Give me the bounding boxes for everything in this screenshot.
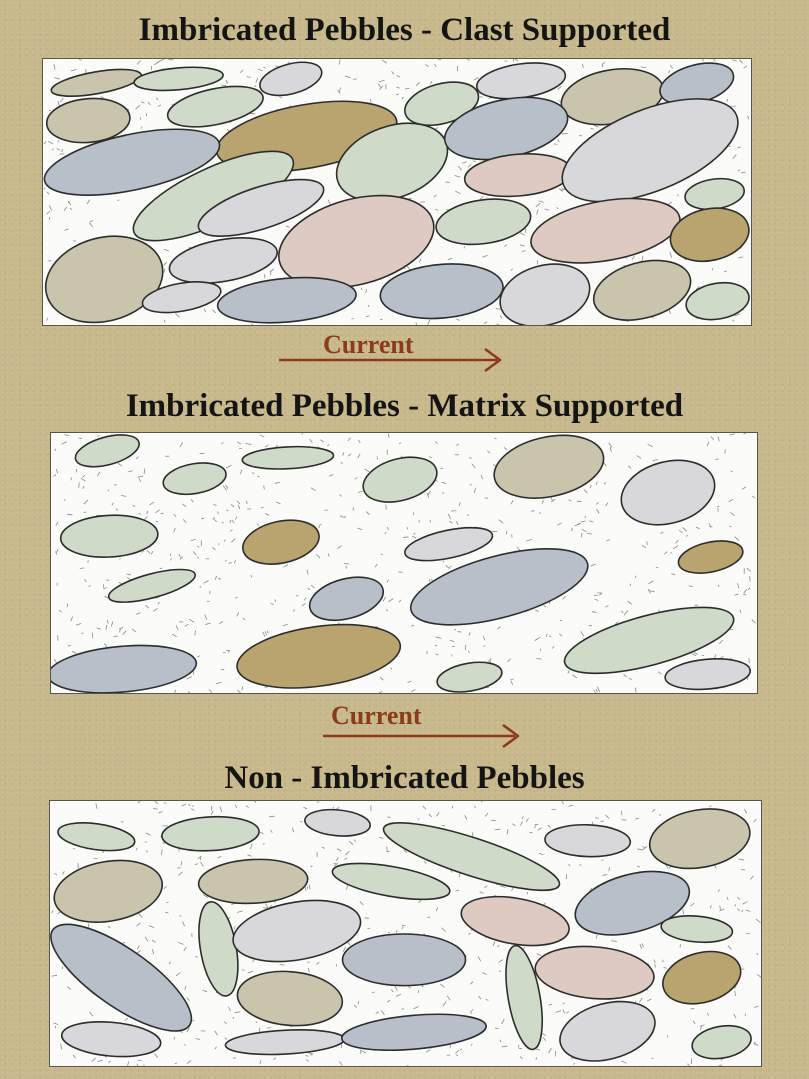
pebble <box>49 853 167 931</box>
pebble <box>533 942 656 1004</box>
title-matrix-supported: Imbricated Pebbles - Matrix Supported <box>0 386 809 426</box>
pebble <box>342 934 465 986</box>
pebble <box>49 64 143 101</box>
pebble <box>683 175 746 213</box>
pebble <box>305 570 388 628</box>
pebble <box>50 640 198 694</box>
title-non-imbricated: Non - Imbricated Pebbles <box>0 758 809 798</box>
pebble <box>645 802 755 876</box>
pebble <box>553 992 661 1067</box>
pebble <box>161 458 229 498</box>
pebble <box>664 656 752 693</box>
pebble <box>657 943 747 1011</box>
pebble <box>60 513 159 560</box>
panel-non-imbricated <box>49 800 762 1067</box>
pebble <box>488 432 609 507</box>
pebble <box>614 450 722 534</box>
pebble <box>239 514 323 571</box>
pebble <box>690 1021 754 1063</box>
pebble <box>256 58 325 101</box>
pebble <box>216 272 358 326</box>
pebble <box>493 255 597 326</box>
pebble <box>683 278 752 324</box>
pebble <box>544 823 630 858</box>
pebble <box>72 432 142 473</box>
pebble <box>358 450 442 510</box>
pebble <box>340 1009 487 1055</box>
pebble <box>225 1027 345 1057</box>
panel-matrix-supported <box>50 432 758 694</box>
pebble <box>242 445 334 472</box>
pebble <box>330 856 452 906</box>
pebble <box>56 819 136 855</box>
title-clast-supported: Imbricated Pebbles - Clast Supported <box>0 10 809 50</box>
pebble <box>435 658 504 694</box>
pebble <box>457 889 572 953</box>
pebble <box>676 536 746 579</box>
pebble <box>161 814 260 853</box>
pebble <box>660 913 733 945</box>
current-arrow <box>323 720 553 750</box>
pebble <box>304 807 372 838</box>
pebble <box>433 194 533 251</box>
current-arrow <box>279 344 509 374</box>
pebble <box>235 967 344 1030</box>
panel-clast-supported <box>42 58 752 326</box>
pebble <box>233 615 404 694</box>
pebble <box>106 563 198 609</box>
pebble <box>197 857 308 906</box>
